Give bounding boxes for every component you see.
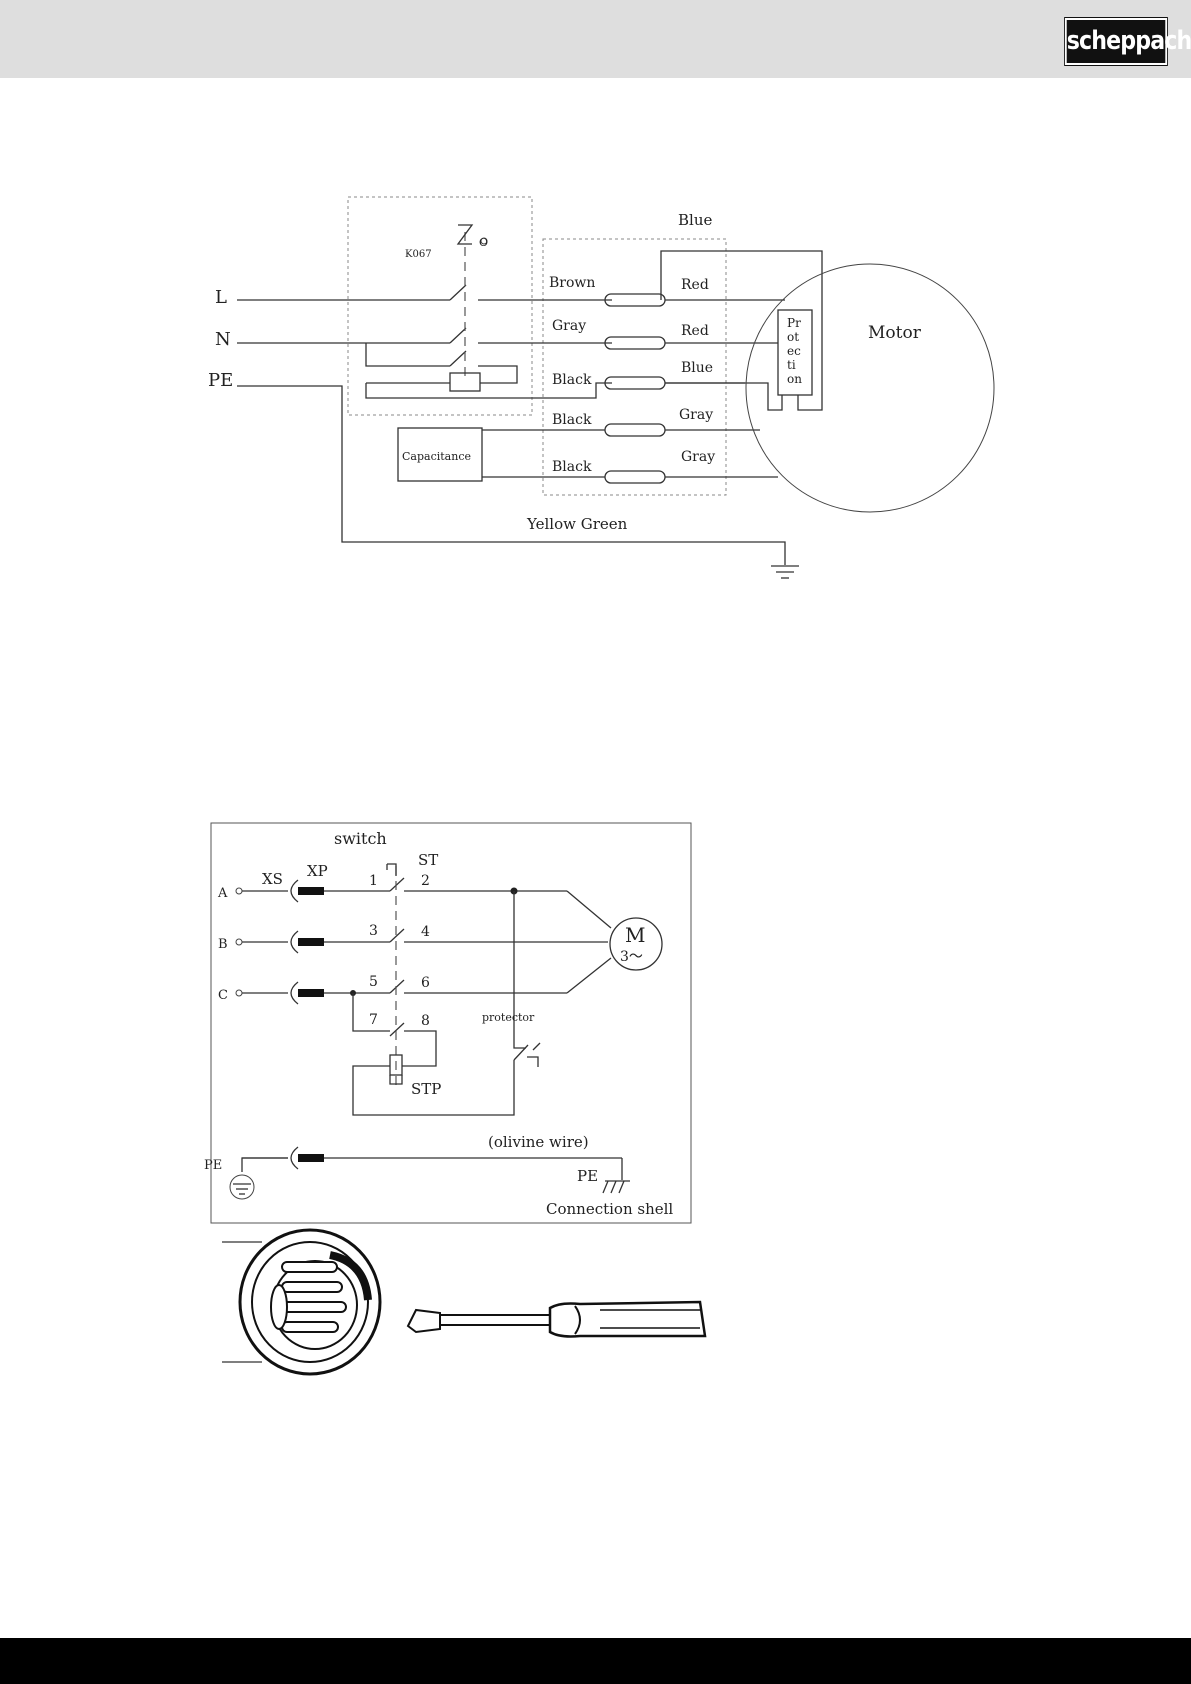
label-terminal-4: 4 xyxy=(421,924,430,940)
label-capacitance: Capacitance xyxy=(402,450,471,463)
label-terminal-8: 8 xyxy=(421,1013,430,1029)
label-a: A xyxy=(217,886,228,901)
label-PE: PE xyxy=(208,370,233,391)
plug-connectors xyxy=(236,880,324,1169)
label-black-2: Black xyxy=(552,412,592,428)
label-black-1: Black xyxy=(552,372,592,388)
motor-circle xyxy=(746,264,994,512)
label-blue-2: Blue xyxy=(681,360,713,376)
label-terminal-6: 6 xyxy=(421,975,430,991)
label-black-3: Black xyxy=(552,459,592,475)
label-pe-right: PE xyxy=(577,1167,598,1185)
label-k067: K067 xyxy=(405,249,432,260)
label-protection-5: on xyxy=(787,372,802,386)
single-phase-wiring-diagram: L N PE K067 O Blue Brown Red Gray Red Bl… xyxy=(208,197,994,578)
label-b: B xyxy=(218,937,228,952)
label-brown: Brown xyxy=(549,275,595,291)
label-red-1: Red xyxy=(681,277,709,293)
label-terminal-5: 5 xyxy=(369,974,378,990)
label-pe-left: PE xyxy=(204,1158,222,1173)
label-protector: protector xyxy=(482,1011,535,1024)
label-olivine-wire: (olivine wire) xyxy=(488,1133,589,1151)
label-red-2: Red xyxy=(681,323,709,339)
label-protection-2: ot xyxy=(787,330,799,344)
label-protection-4: ti xyxy=(787,358,796,372)
label-motor: Motor xyxy=(868,323,922,343)
label-protection-3: ec xyxy=(787,344,801,358)
three-phase-wiring-diagram: switch ST XS XP A B C 1 2 3 4 5 6 7 8 M … xyxy=(204,823,691,1223)
label-yellow-green: Yellow Green xyxy=(526,515,628,533)
label-switch: switch xyxy=(334,829,387,848)
label-gray-3: Gray xyxy=(681,449,715,465)
label-m: M xyxy=(625,923,645,947)
label-terminal-1: 1 xyxy=(369,873,378,889)
label-terminal-3: 3 xyxy=(369,923,378,939)
label-c: C xyxy=(218,988,228,1003)
terminal-connectors xyxy=(605,294,665,483)
label-xs: XS xyxy=(262,870,283,888)
label-o: O xyxy=(479,236,488,249)
screwdriver-illustration xyxy=(408,1302,705,1337)
label-m-phase: 3～ xyxy=(620,949,643,965)
label-xp: XP xyxy=(307,862,328,880)
label-st: ST xyxy=(418,851,438,869)
label-L: L xyxy=(215,287,227,308)
label-gray-2: Gray xyxy=(679,407,713,423)
label-blue-top: Blue xyxy=(678,211,712,229)
label-protection-1: Pr xyxy=(787,316,801,330)
label-N: N xyxy=(215,329,231,350)
diagram2-frame xyxy=(211,823,691,1223)
label-terminal-7: 7 xyxy=(369,1012,378,1028)
label-stp: STP xyxy=(411,1080,441,1098)
label-connection-shell: Connection shell xyxy=(546,1200,673,1218)
switch-box xyxy=(348,197,532,415)
label-terminal-2: 2 xyxy=(421,873,430,889)
page-footer xyxy=(0,1638,1191,1684)
label-gray: Gray xyxy=(552,318,586,334)
plug-illustration xyxy=(222,1230,380,1374)
